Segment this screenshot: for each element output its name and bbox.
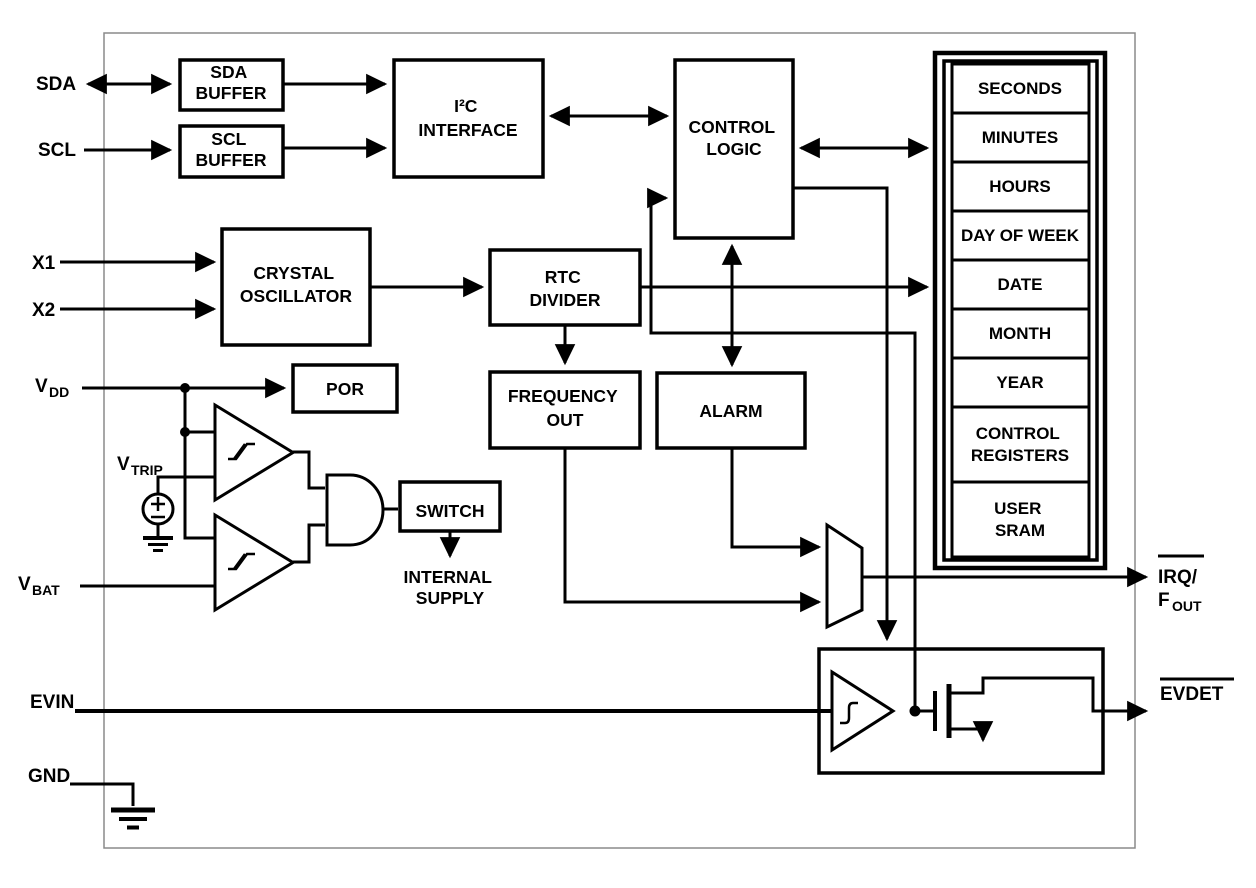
por-label: POR [326, 379, 364, 399]
ground-icon [111, 807, 155, 830]
pin-irq-fout-label: IRQ/ F OUT [1158, 567, 1202, 614]
schmitt-hysteresis-icon [228, 442, 255, 461]
register-row [950, 405, 1091, 484]
register-day-of-week-label: DAY OF WEEK [961, 226, 1080, 245]
register-seconds-label: SECONDS [978, 79, 1062, 98]
alarm-label: ALARM [699, 401, 762, 421]
crystal-oscillator-block [220, 227, 372, 347]
wire-vdd-to-vbat-comparator [183, 388, 215, 540]
register-row [950, 480, 1091, 559]
wire-vtrip-comparator-to-and [293, 450, 325, 490]
rtc-divider-label: RTC DIVIDER [530, 267, 601, 310]
register-file [932, 50, 1108, 571]
pin-vdd-label: V DD [35, 376, 69, 400]
wire-vtrip-to-comparator [156, 475, 215, 494]
wire-junction [180, 383, 190, 393]
sda-buffer-block [178, 58, 285, 112]
scl-buffer-label: SCL BUFFER [196, 129, 267, 170]
wire-vbat-comparator-to-and [293, 523, 325, 564]
pin-vbat-label: V BAT [18, 574, 60, 598]
register-control-registers-label: CONTROL REGISTERS [971, 424, 1069, 465]
pin-x1-label: X1 [32, 253, 56, 274]
vdd-vbat-comparator [213, 512, 296, 613]
frequency-out-label: FREQUENCY OUT [508, 386, 622, 430]
and-gate [325, 473, 385, 547]
evin-schmitt-buffer [830, 669, 896, 753]
scl-buffer-block [178, 124, 285, 179]
switch-block [398, 480, 502, 533]
crystal-oscillator-label: CRYSTAL OSCILLATOR [240, 263, 352, 306]
wire-control-to-evdet-block [793, 186, 898, 642]
register-row [950, 209, 1091, 262]
pin-vtrip-label: V TRIP [117, 454, 163, 478]
schmitt-hysteresis-icon [228, 552, 255, 571]
register-month-label: MONTH [989, 324, 1051, 343]
pin-x2-label: X2 [32, 300, 55, 321]
register-row [950, 307, 1091, 360]
control-logic-label: CONTROL LOGIC [689, 117, 780, 159]
pin-gnd-label: GND [28, 766, 70, 787]
switch-label: SWITCH [415, 501, 484, 521]
vdd-vtrip-comparator [213, 402, 296, 503]
pin-scl-label: SCL [38, 140, 76, 161]
wire-gnd-pin [70, 782, 135, 806]
por-block [291, 363, 399, 414]
register-minutes-label: MINUTES [982, 128, 1059, 147]
schmitt-step-icon [840, 701, 858, 725]
register-date-label: DATE [997, 275, 1042, 294]
sda-buffer-label: SDA BUFFER [196, 62, 267, 103]
register-row [950, 258, 1091, 311]
plus-minus-icon [151, 497, 165, 519]
alarm-block [655, 371, 807, 450]
rtc-divider-block [488, 248, 642, 327]
wire-evdet-node-to-control [647, 187, 917, 711]
i2c-interface-label: I²C INTERFACE [418, 96, 517, 140]
register-row [950, 62, 1091, 115]
open-drain-mosfet-icon [915, 676, 1149, 743]
register-row [950, 160, 1091, 213]
control-logic-block [673, 58, 795, 240]
internal-supply-label: INTERNAL SUPPLY [404, 567, 497, 608]
register-user-sram-label: USER SRAM [994, 499, 1046, 540]
wire-alarm-to-mux [730, 448, 822, 558]
wire-frequency-out-to-mux [563, 448, 822, 613]
pin-evdet-label: EVDET [1160, 684, 1224, 705]
pin-sda-label: SDA [36, 74, 76, 95]
wire-junction [180, 427, 190, 437]
output-mux [825, 522, 864, 630]
wire-mosfet-source-ground [949, 721, 994, 743]
chip-boundary [103, 32, 1136, 849]
register-year-label: YEAR [996, 373, 1043, 392]
register-hours-label: HOURS [989, 177, 1050, 196]
ground-icon [143, 536, 173, 552]
wire-mosfet-drain-to-evdet-pin [949, 676, 1149, 722]
pin-evin-label: EVIN [30, 692, 74, 713]
i2c-interface-block [392, 58, 545, 179]
